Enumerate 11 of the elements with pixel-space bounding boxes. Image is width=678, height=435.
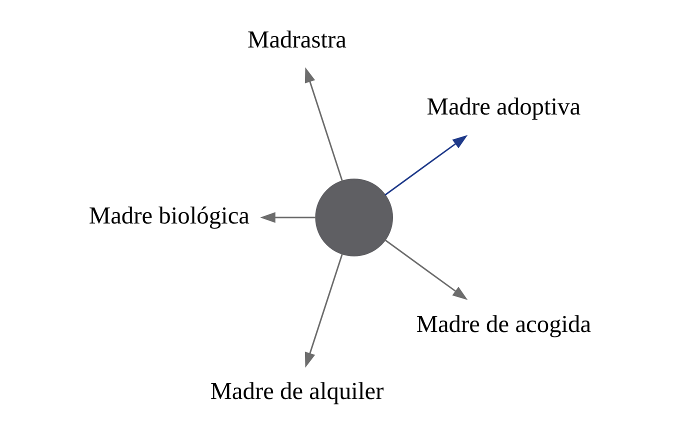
node-text: Madre adoptiva [426,94,580,121]
node-text: Madrastra [247,26,346,54]
node-text: Madre de acogida [416,310,591,338]
arrow [304,67,342,182]
node-text: Madre de alquiler [210,378,384,406]
arrow [384,134,468,196]
node-circle [314,178,393,256]
arrow [384,239,468,300]
arrow [260,212,316,223]
node-text: Madre biológica [88,202,250,230]
arrow [304,254,342,368]
